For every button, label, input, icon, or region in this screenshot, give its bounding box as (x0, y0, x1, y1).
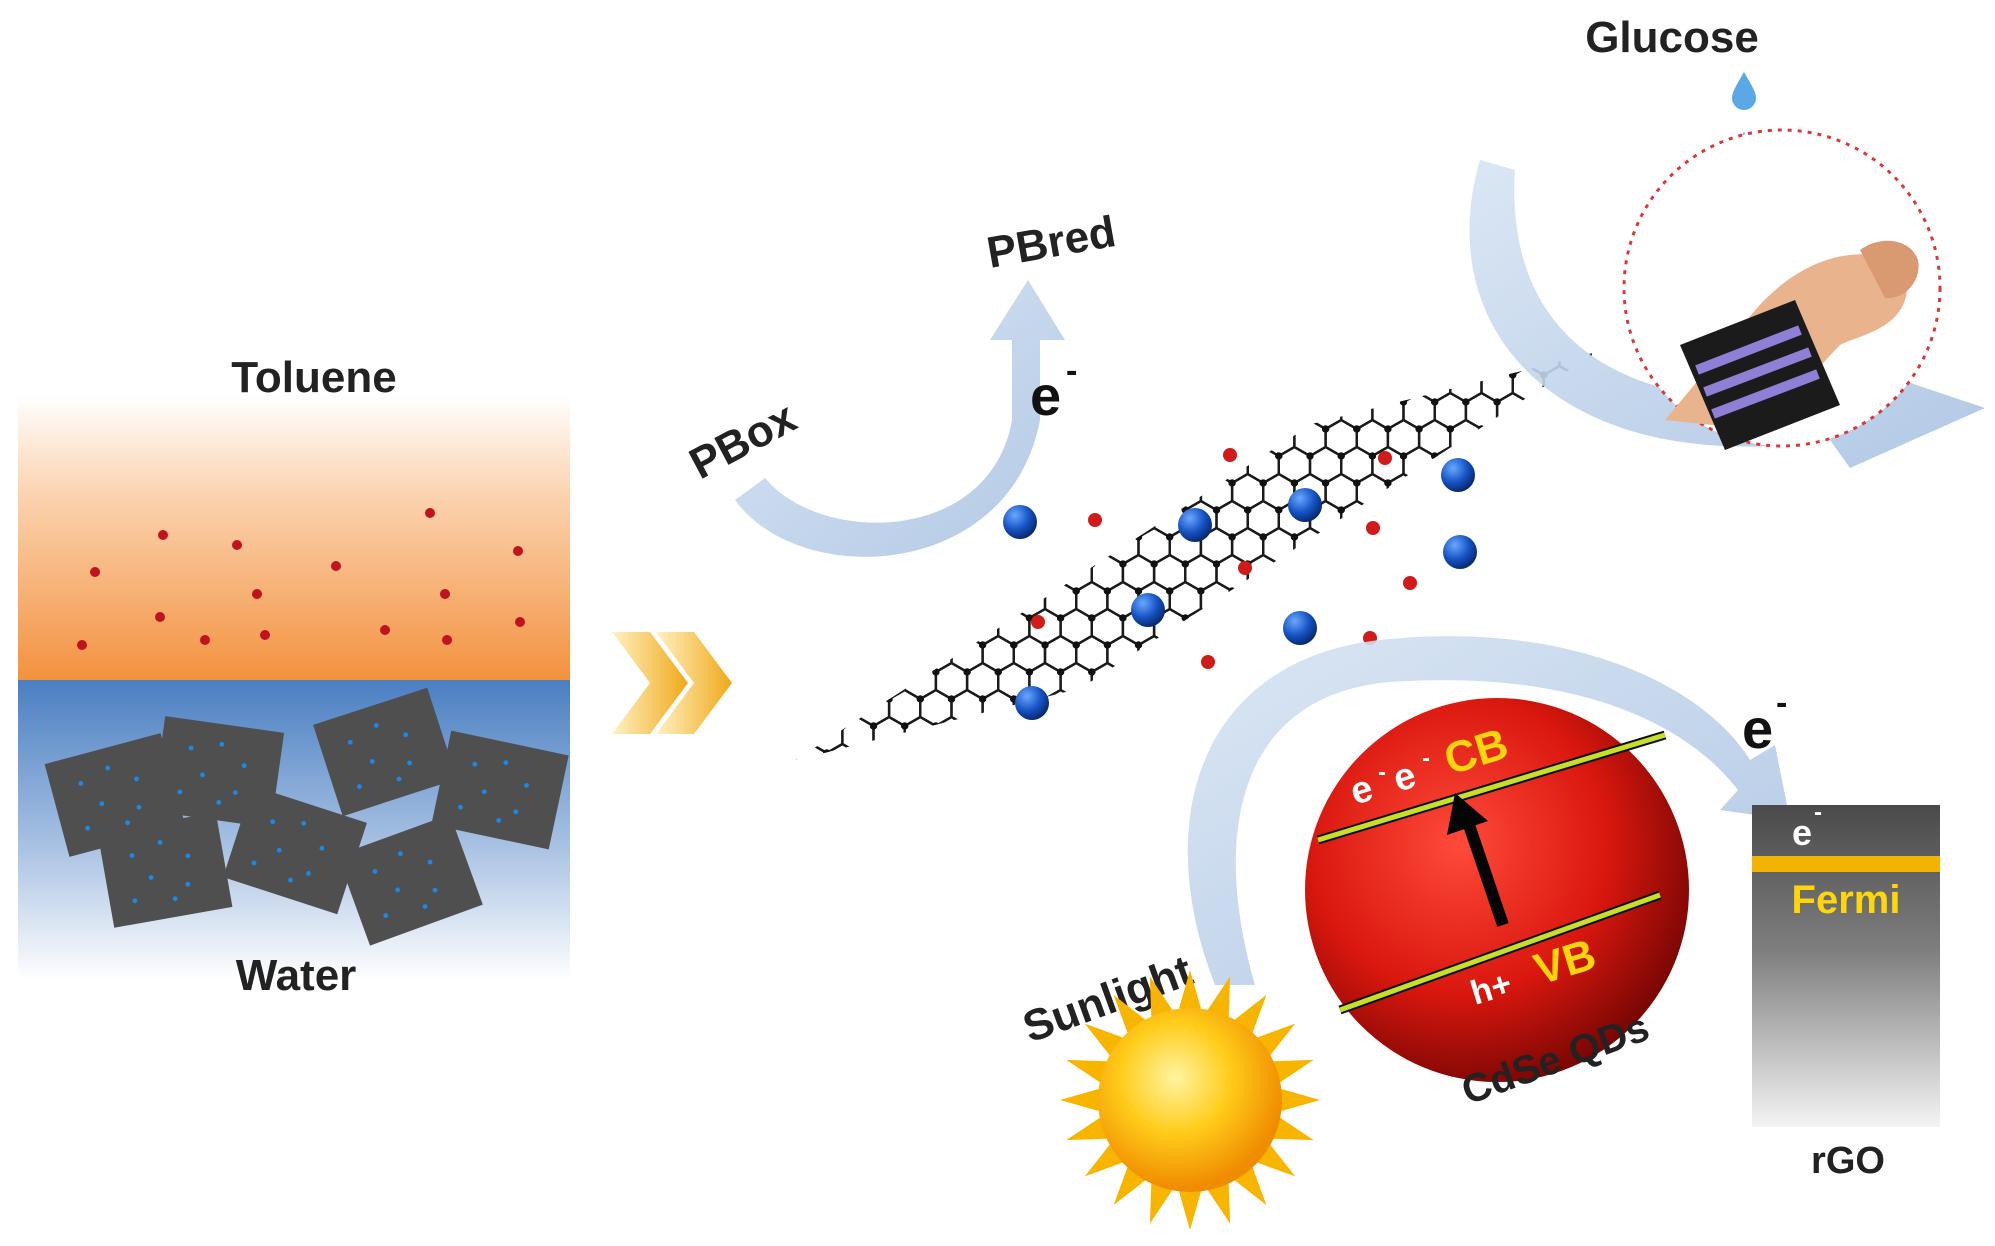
particle (515, 617, 525, 627)
rgo-band-diagram: e - Fermi (1752, 799, 1940, 1127)
particle (442, 635, 452, 645)
svg-text:e: e (1030, 364, 1061, 427)
dopant-particle (1378, 451, 1392, 465)
pbox-label: PBox (682, 393, 805, 489)
particle (232, 540, 242, 550)
graphene-flake (98, 812, 233, 927)
toluene-label: Toluene (231, 353, 396, 402)
particle (440, 589, 450, 599)
particle (331, 561, 341, 571)
cdse-particle (1178, 508, 1212, 542)
particle (252, 589, 262, 599)
particle (158, 530, 168, 540)
fermi-label: Fermi (1792, 878, 1901, 922)
dopant-particle (1031, 615, 1045, 629)
particle (380, 625, 390, 635)
glucose-label: Glucose (1585, 13, 1759, 62)
fermi-level-bar (1752, 856, 1940, 872)
dopant-particle (1088, 513, 1102, 527)
cdse-particle (1288, 488, 1322, 522)
dopant-particle (1403, 576, 1417, 590)
particle (155, 612, 165, 622)
water-label: Water (236, 951, 357, 1000)
cdse-particle (1003, 505, 1037, 539)
svg-text:-: - (1814, 799, 1822, 826)
cdse-particle (1443, 535, 1477, 569)
cdse-particle (1015, 686, 1049, 720)
rgo-label: rGO (1811, 1140, 1885, 1182)
particle (513, 546, 523, 556)
particle (260, 630, 270, 640)
dopant-particle (1238, 561, 1252, 575)
cdse-particle (1441, 458, 1475, 492)
particle (425, 508, 435, 518)
dopant-particle (1223, 448, 1237, 462)
dopant-particle (1366, 521, 1380, 535)
toluene-phase (18, 395, 570, 680)
cdse-particle (1283, 611, 1317, 645)
biphasic-container: Toluene Water (18, 353, 570, 1000)
svg-text:-: - (1776, 684, 1787, 722)
particle (77, 640, 87, 650)
svg-text:e: e (1742, 697, 1773, 760)
pbred-label: PBred (983, 207, 1119, 278)
rgo-electron-label: e (1792, 812, 1812, 853)
dopant-particle (1201, 655, 1215, 669)
particle (200, 635, 210, 645)
process-chevron-icon (612, 632, 732, 734)
svg-text:-: - (1066, 352, 1077, 390)
cdse-particle (1131, 593, 1165, 627)
svg-text:-: - (1378, 759, 1386, 786)
electron-top-label: e - (1030, 352, 1077, 427)
svg-text:-: - (1422, 745, 1430, 772)
electron-right-label: e - (1742, 684, 1787, 760)
particle (90, 567, 100, 577)
